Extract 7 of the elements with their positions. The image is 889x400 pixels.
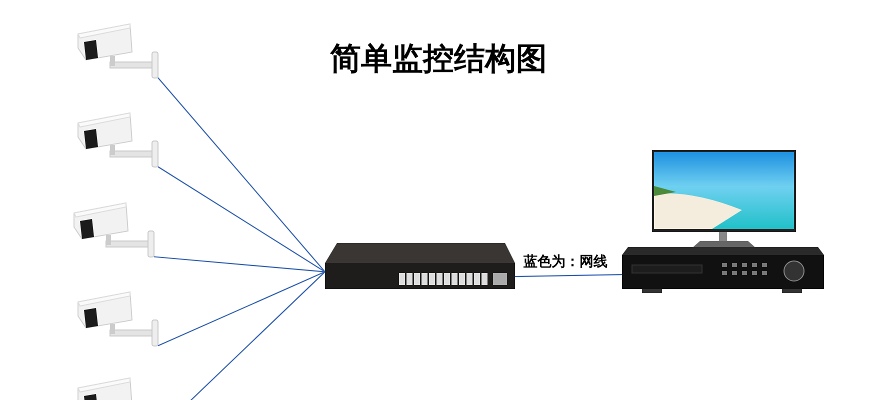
edge-label: 蓝色为：网线 <box>522 254 610 269</box>
network-cable <box>158 271 326 346</box>
network-cable <box>154 256 326 272</box>
network-cable <box>158 166 326 272</box>
network-cable <box>514 274 622 278</box>
network-cable <box>158 77 326 272</box>
diagram-title: 简单监控结构图 <box>330 44 547 75</box>
